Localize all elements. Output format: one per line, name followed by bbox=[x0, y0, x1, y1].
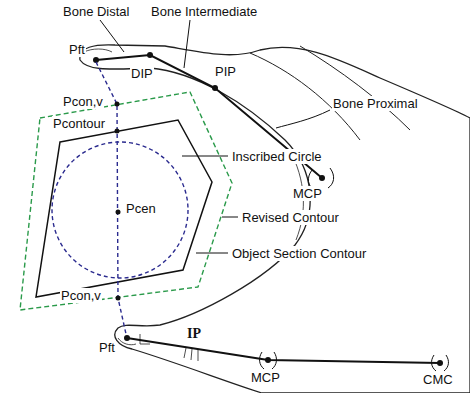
key-points bbox=[115, 102, 121, 301]
point-label: Pft bbox=[98, 340, 116, 355]
part-label: Bone Intermediate bbox=[150, 4, 258, 19]
point-label: Pft bbox=[68, 42, 86, 57]
revised-contour bbox=[20, 92, 232, 310]
callout-label: Revised Contour bbox=[241, 210, 340, 225]
joint-label: CMC bbox=[422, 372, 454, 387]
joint-label: DIP bbox=[130, 66, 154, 81]
rotation-arc bbox=[260, 352, 277, 369]
joint-crease bbox=[184, 348, 198, 361]
thumb-bones bbox=[127, 338, 440, 363]
object-section-contour bbox=[36, 120, 212, 297]
right-angle-mark bbox=[140, 334, 150, 344]
inscribed-circle bbox=[52, 142, 188, 278]
part-label: Bone Proximal bbox=[332, 96, 419, 111]
joint-label: PIP bbox=[214, 64, 237, 79]
fingernail bbox=[84, 49, 112, 52]
callout-label: Object Section Contour bbox=[231, 246, 367, 261]
callout-label: Inscribed Circle bbox=[231, 149, 323, 164]
rotation-arc bbox=[432, 355, 449, 371]
joint-label: IP bbox=[186, 326, 202, 341]
point-label: Pcontour bbox=[52, 116, 106, 131]
point-label: Pcen bbox=[125, 201, 157, 216]
joint-label: MCP bbox=[250, 370, 281, 385]
point-label: Pcon,v bbox=[62, 94, 104, 109]
part-label: Bone Distal bbox=[62, 4, 130, 19]
hand-outline bbox=[80, 45, 470, 393]
index-bones bbox=[96, 55, 322, 178]
finger-contour bbox=[300, 46, 410, 130]
point-label: Pcon,v bbox=[60, 288, 102, 303]
joint-label: MCP bbox=[292, 186, 323, 201]
